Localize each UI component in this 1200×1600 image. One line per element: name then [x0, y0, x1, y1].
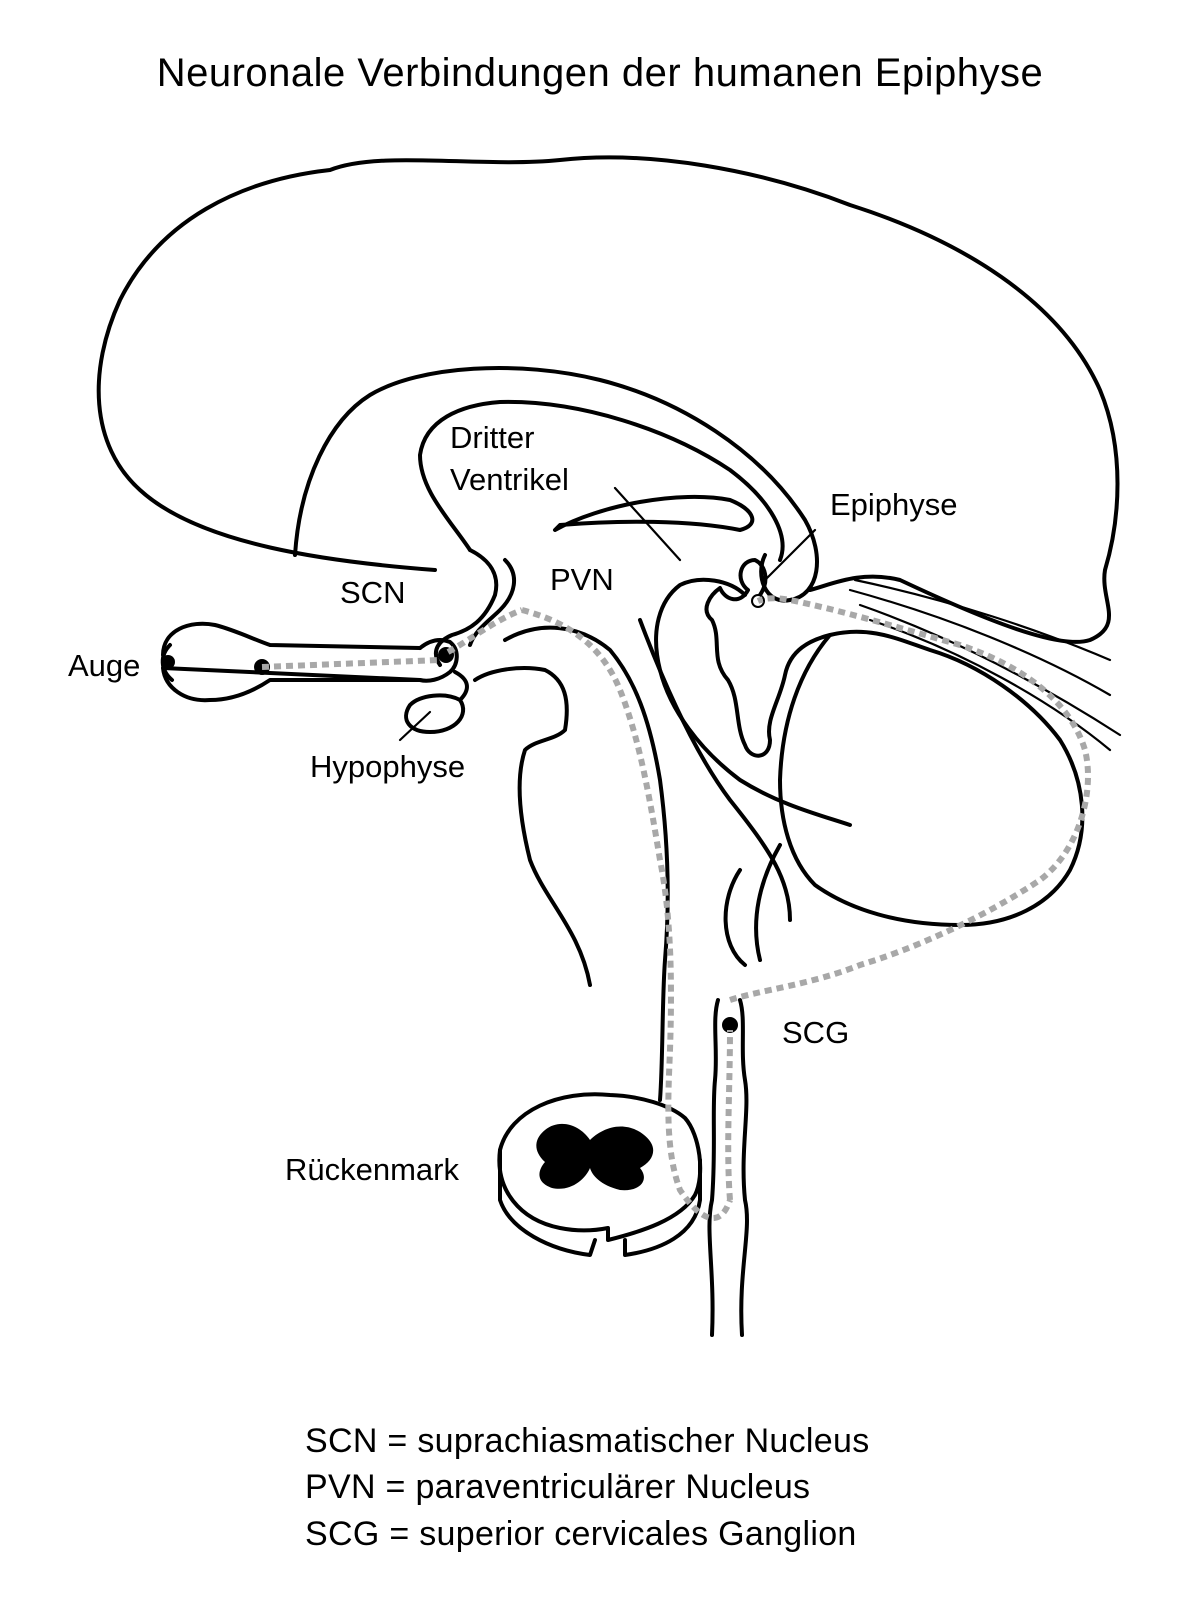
spinal-grey-matter [536, 1123, 654, 1191]
label-auge: Auge [68, 648, 140, 683]
tentorium-line-4 [868, 618, 1112, 752]
eye-pupil [161, 655, 175, 669]
legend-scn: SCN = suprachiasmatischer Nucleus [305, 1422, 870, 1460]
eye-outline [161, 621, 422, 703]
epiphyse-pointer [760, 528, 817, 585]
label-rueckenmark: Rückenmark [285, 1152, 459, 1187]
spinal-cord-outline [497, 1092, 703, 1242]
pathway-pvn-spinal [521, 607, 733, 1222]
pituitary-stalk [453, 670, 469, 702]
label-epiphyse: Epiphyse [830, 487, 958, 522]
medulla-curl [723, 843, 782, 967]
optic-chiasm [418, 638, 459, 683]
tentorium-line-3 [858, 603, 1122, 737]
label-ventrikel: Ventrikel [450, 462, 569, 497]
cerebellum [778, 629, 1085, 927]
pathway-chain-scg [725, 1029, 733, 1201]
callosum-inner [418, 399, 785, 562]
label-hypophyse: Hypophyse [310, 749, 465, 784]
hypothalamus-notch [468, 558, 516, 647]
brainstem-back [503, 625, 670, 1102]
legend-scg: SCG = superior cervicales Ganglion [305, 1515, 857, 1553]
hypothalamus-wall [433, 548, 499, 667]
spinal-cord-base [498, 1148, 702, 1257]
label-scg: SCG [782, 1015, 849, 1050]
hypophyse-pointer [398, 710, 432, 742]
fornix [553, 494, 755, 532]
label-dritter: Dritter [450, 420, 534, 455]
sympathetic-chain-right [738, 998, 749, 1337]
cerebrum-outline [96, 155, 1120, 644]
pituitary-gland [404, 693, 466, 734]
medulla-back [638, 618, 792, 922]
pathway-retina-scn [261, 657, 441, 670]
tentorium-line-2 [848, 588, 1112, 697]
label-scn: SCN [340, 575, 405, 610]
label-pvn: PVN [550, 562, 614, 597]
diagram-title: Neuronale Verbindungen der humanen Epiph… [157, 51, 1044, 95]
legend-pvn: PVN = paraventriculärer Nucleus [305, 1468, 810, 1506]
brainstem-front [473, 666, 592, 987]
corpus-callosum [293, 366, 819, 603]
scg-dot [722, 1017, 738, 1033]
thalamus-outline [654, 577, 852, 827]
sympathetic-chain-left [707, 998, 720, 1337]
pineal-region [704, 558, 832, 758]
tentorium-line-1 [853, 578, 1112, 662]
pathway-scg-pineal [729, 595, 1091, 1003]
ventricle-pointer [613, 486, 682, 562]
pathway-scn-pvn [446, 607, 524, 655]
